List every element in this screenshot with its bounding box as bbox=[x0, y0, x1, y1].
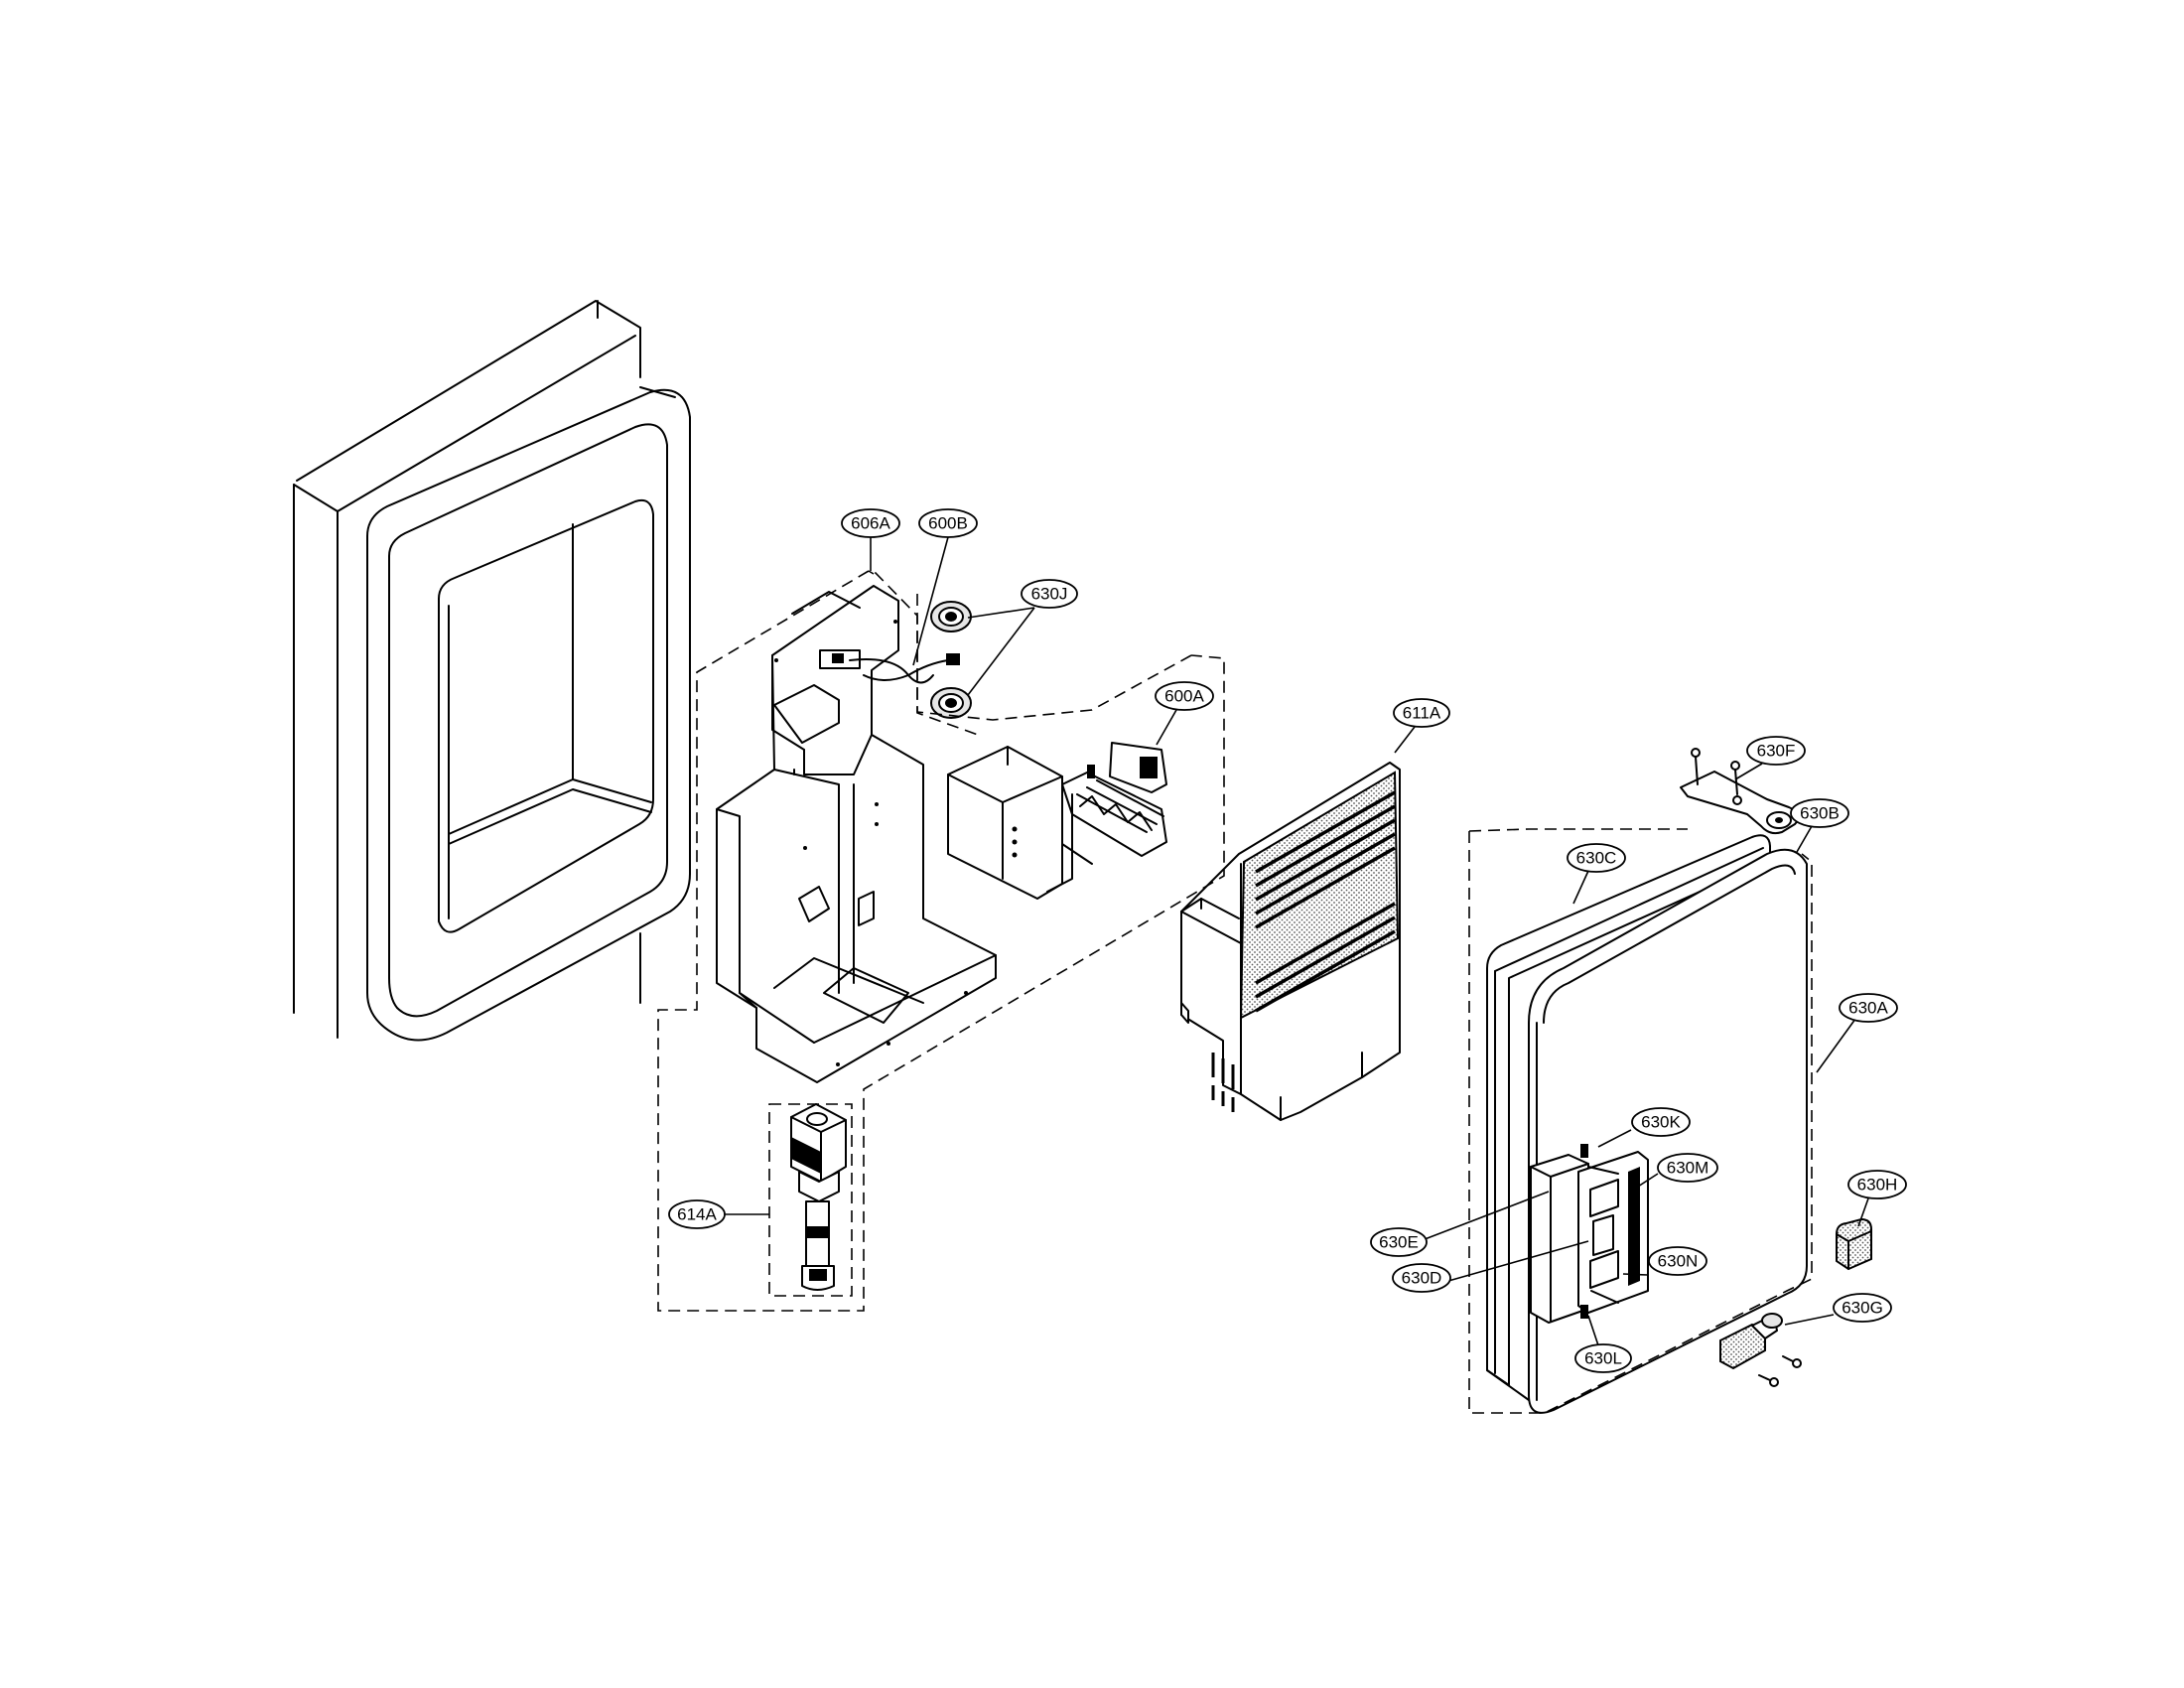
leader-lines bbox=[725, 536, 1869, 1349]
svg-text:630K: 630K bbox=[1641, 1113, 1681, 1132]
callout-630G: 630G bbox=[1833, 1293, 1892, 1323]
svg-text:630B: 630B bbox=[1800, 804, 1840, 823]
callout-606A: 606A bbox=[841, 508, 900, 538]
callout-600A: 600A bbox=[1155, 681, 1214, 711]
svg-text:630F: 630F bbox=[1757, 742, 1796, 761]
handle-assembly bbox=[1530, 1144, 1649, 1324]
wire-harness-600B bbox=[849, 653, 960, 684]
svg-text:611A: 611A bbox=[1403, 704, 1441, 723]
svg-text:630E: 630E bbox=[1379, 1233, 1419, 1252]
callout-630K: 630K bbox=[1631, 1107, 1691, 1137]
svg-text:600A: 600A bbox=[1164, 687, 1204, 706]
callout-630J: 630J bbox=[1021, 579, 1078, 609]
svg-text:630H: 630H bbox=[1857, 1176, 1898, 1195]
water-valve-614A bbox=[790, 1103, 847, 1291]
svg-text:630L: 630L bbox=[1584, 1349, 1622, 1368]
ice-maker-600A bbox=[947, 742, 1167, 900]
svg-text:600B: 600B bbox=[928, 514, 968, 533]
callout-630L: 630L bbox=[1574, 1343, 1632, 1373]
svg-text:630D: 630D bbox=[1402, 1269, 1442, 1288]
bottom-hinge-630G bbox=[1719, 1313, 1802, 1387]
callout-630C: 630C bbox=[1567, 843, 1626, 873]
callout-600B: 600B bbox=[918, 508, 978, 538]
svg-text:630A: 630A bbox=[1848, 999, 1888, 1018]
group-outline-606A bbox=[657, 570, 1225, 1312]
callout-630A: 630A bbox=[1839, 993, 1898, 1023]
callout-630E: 630E bbox=[1370, 1227, 1428, 1257]
svg-text:606A: 606A bbox=[851, 514, 890, 533]
hinge-cap-630H bbox=[1836, 1217, 1872, 1271]
group-outline-630A bbox=[1468, 828, 1813, 1414]
callout-630H: 630H bbox=[1847, 1170, 1907, 1199]
group-outline-614A bbox=[768, 1103, 853, 1297]
svg-text:630C: 630C bbox=[1576, 849, 1617, 868]
callout-630B: 630B bbox=[1790, 798, 1849, 828]
svg-text:630J: 630J bbox=[1031, 585, 1068, 604]
svg-text:630N: 630N bbox=[1658, 1252, 1699, 1271]
callout-630D: 630D bbox=[1392, 1263, 1451, 1293]
group-outline-630J bbox=[916, 594, 979, 736]
callout-611A: 611A bbox=[1393, 698, 1450, 728]
top-hinge-630F bbox=[1680, 748, 1800, 835]
callout-630M: 630M bbox=[1657, 1153, 1718, 1183]
callout-614A: 614A bbox=[668, 1199, 726, 1229]
callout-630N: 630N bbox=[1648, 1246, 1707, 1276]
svg-text:614A: 614A bbox=[677, 1205, 717, 1224]
svg-text:630M: 630M bbox=[1667, 1159, 1709, 1178]
svg-text:630G: 630G bbox=[1842, 1299, 1883, 1318]
dispenser-housing-606A bbox=[716, 585, 997, 1083]
ice-compartment-cover-611A bbox=[1180, 762, 1401, 1121]
callout-630F: 630F bbox=[1746, 736, 1806, 766]
refrigerator-door bbox=[293, 300, 691, 1042]
